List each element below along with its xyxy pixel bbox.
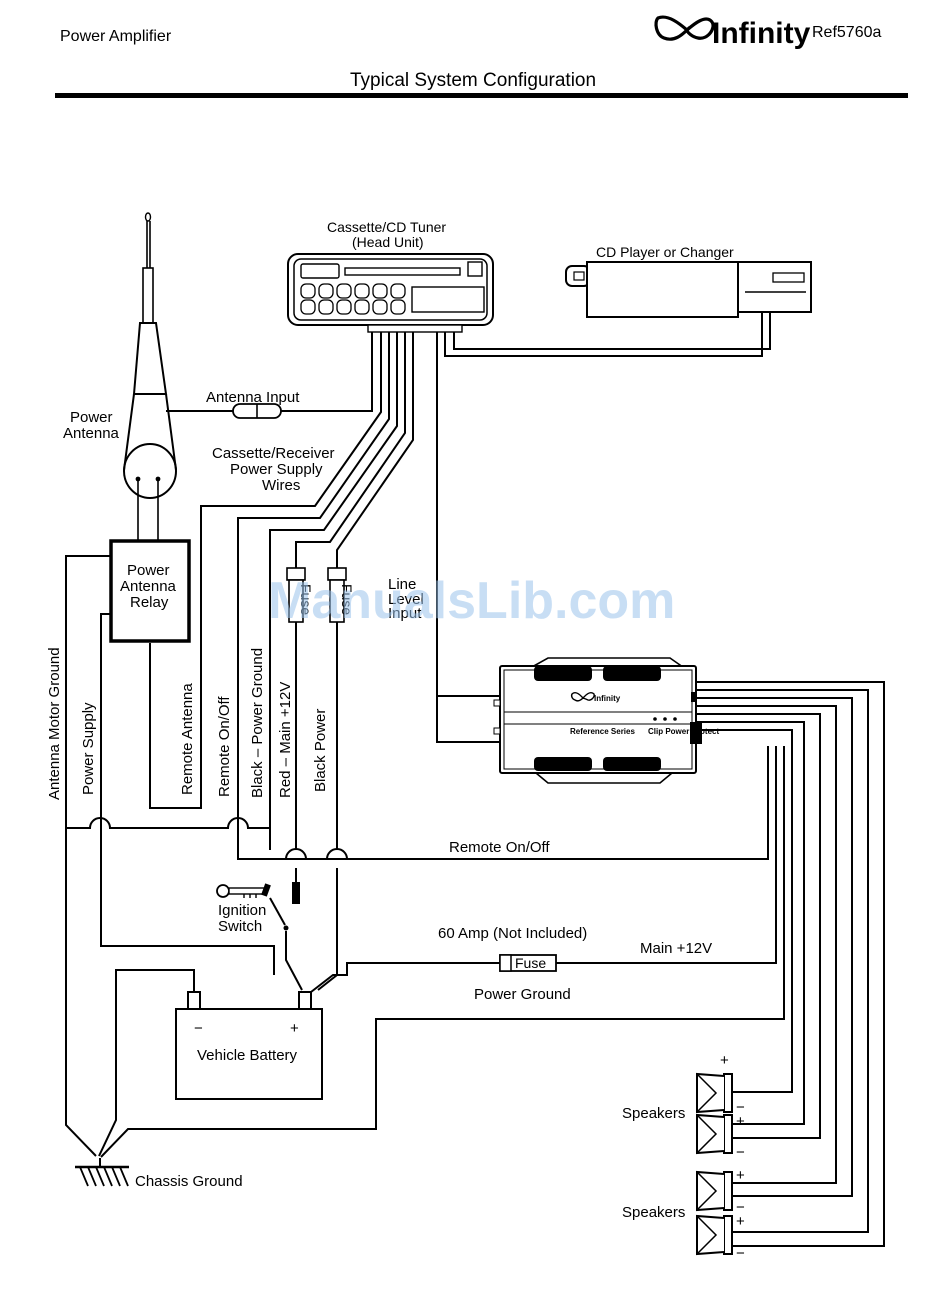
speaker-4 (696, 1214, 733, 1256)
inline-fuse-red: Fuse (286, 567, 314, 623)
battery-negative-label: − (194, 1020, 203, 1037)
header-left-title: Power Amplifier (60, 28, 172, 45)
infinity-logo-icon (654, 15, 715, 41)
supply-wires-label-1: Cassette/Receiver (212, 445, 335, 462)
battery-label: Vehicle Battery (197, 1047, 298, 1064)
cd-cable-2 (453, 312, 771, 350)
battery-ground-wire (98, 969, 195, 1157)
spk4-minus: − (736, 1245, 745, 1262)
remote-antenna-label: Remote Antenna (179, 683, 196, 795)
chassis-ground (75, 1158, 129, 1187)
supply-wire-bundle (149, 332, 769, 860)
antenna-input-label: Antenna Input (206, 389, 300, 406)
ignition-label-2: Switch (218, 918, 262, 935)
speakers-label-1: Speakers (622, 1105, 685, 1122)
brand-name: Infinity (712, 17, 811, 50)
antenna-motor-ground-label: Antenna Motor Ground (46, 647, 63, 800)
infinity-logo: Infinity (654, 15, 811, 50)
red-terminal (292, 882, 300, 904)
remote-on-off-vertical-label: Remote On/Off (216, 696, 233, 797)
line-level-label-1: Line (388, 576, 416, 593)
svg-text:Clip Power Protect: Clip Power Protect (648, 727, 719, 736)
fuse-note-label: 60 Amp (Not Included) (438, 925, 587, 942)
svg-text:Fuse: Fuse (298, 584, 314, 615)
relay-label-1: Power (127, 562, 170, 579)
spk1-minus: − (736, 1099, 745, 1116)
power-antenna (123, 212, 177, 499)
black-power-label: Black Power (312, 709, 329, 792)
speaker-2 (696, 1113, 733, 1155)
header-rule (55, 93, 908, 98)
power-antenna-label-2: Antenna (63, 425, 120, 442)
supply-wires-label-3: Wires (262, 477, 300, 494)
relay-power-supply-wire (100, 613, 111, 815)
black-power-lower (317, 622, 338, 991)
remote-on-off-horizontal-label: Remote On/Off (449, 839, 550, 856)
chassis-ground-label: Chassis Ground (135, 1173, 243, 1190)
amplifier: Infinity Reference Series Clip Power Pro… (493, 657, 719, 784)
amp-logo-icon (570, 691, 595, 702)
ignition-switch (216, 883, 303, 991)
inline-fuse-black: Fuse (327, 567, 355, 623)
power-antenna-label-1: Power (70, 409, 113, 426)
antenna-motor-ground-wire (65, 555, 111, 1157)
head-unit-label-1: Cassette/CD Tuner (327, 219, 446, 235)
black-hop (326, 848, 348, 860)
red-hop (285, 848, 307, 860)
line-level-label-3: Input (388, 605, 422, 622)
power-supply-lower (100, 815, 275, 975)
spk3-plus: + (736, 1167, 745, 1184)
cd-player (565, 261, 812, 318)
power-antenna-relay (109, 539, 191, 643)
spk2-plus: + (736, 1113, 745, 1130)
speaker-1 (696, 1072, 733, 1114)
svg-text:Infinity: Infinity (594, 694, 621, 703)
speaker-wire-bundle (696, 681, 885, 1247)
antenna-input-cable (166, 332, 373, 412)
watermark: ManualsLib.com (268, 572, 675, 630)
speakers-label-2: Speakers (622, 1204, 685, 1221)
red-main-label: Red – Main +12V (277, 682, 294, 798)
svg-text:Reference Series: Reference Series (570, 727, 635, 736)
svg-text:Fuse: Fuse (339, 584, 355, 615)
main-12v-wire (310, 746, 777, 993)
speaker-3 (696, 1170, 733, 1212)
key-icon (216, 884, 230, 898)
power-ground-wire (100, 746, 785, 1158)
line-level-cable-2 (436, 696, 500, 743)
supply-wires-label-2: Power Supply (230, 461, 323, 478)
spk3-minus: − (736, 1199, 745, 1216)
spk2-minus: − (736, 1144, 745, 1161)
relay-label-2: Antenna (120, 578, 177, 595)
ground-bus-hop-row (66, 817, 270, 829)
cd-player-label: CD Player or Changer (596, 244, 734, 260)
battery-positive-label: + (290, 1020, 299, 1037)
black-power-ground-label: Black – Power Ground (249, 648, 266, 798)
spk4-plus: + (736, 1213, 745, 1230)
page-title: Typical System Configuration (350, 70, 596, 91)
head-unit (287, 253, 494, 333)
power-supply-label: Power Supply (80, 702, 97, 795)
main-fuse-label: Fuse (515, 955, 546, 971)
power-ground-label: Power Ground (474, 986, 571, 1003)
antenna-relay-wires (137, 479, 159, 542)
ignition-label-1: Ignition (218, 902, 266, 919)
head-unit-label-2: (Head Unit) (352, 234, 424, 250)
relay-label-3: Relay (130, 594, 169, 611)
line-level-label-2: Level (388, 591, 424, 608)
spk1-plus: + (720, 1052, 729, 1069)
vehicle-battery (175, 991, 323, 1100)
cd-cable (444, 312, 763, 357)
line-level-cable (436, 332, 500, 697)
model-number: Ref5760a (812, 24, 881, 41)
main-12v-label: Main +12V (640, 940, 712, 957)
